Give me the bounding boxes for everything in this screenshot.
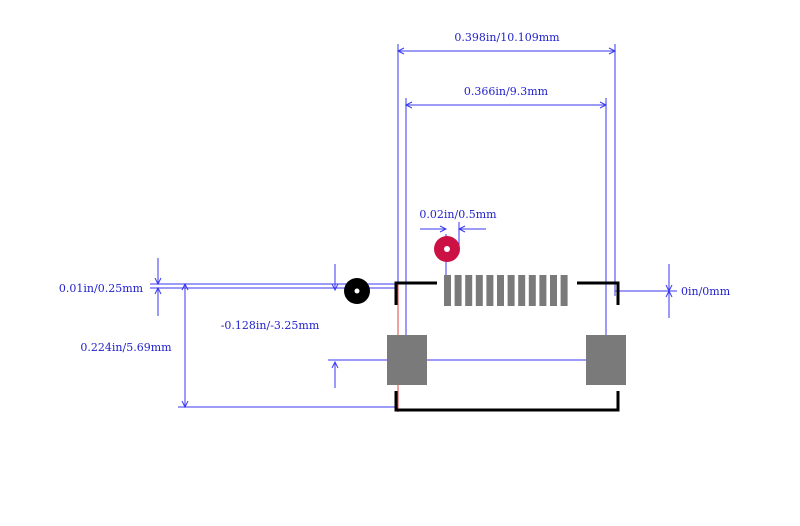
- inner-width-dimension: 0.366in/9.3mm: [404, 85, 608, 360]
- vertical-offset-dimension: -0.128in/-3.25mm: [221, 264, 606, 388]
- origin-dot-center: [354, 288, 360, 294]
- pitch-label: 0.02in/0.5mm: [419, 208, 497, 221]
- left-mounting-pad: [387, 335, 427, 385]
- signal-pad: [518, 275, 526, 306]
- left-offset-label: 0.01in/0.25mm: [59, 282, 144, 295]
- signal-pad: [539, 275, 547, 306]
- right-offset-label: 0in/0mm: [681, 285, 731, 298]
- signal-pad: [486, 275, 494, 306]
- overall-width-label: 0.398in/10.109mm: [454, 31, 560, 44]
- connector-outline: [394, 281, 620, 412]
- signal-pads: [444, 275, 568, 306]
- signal-pad: [550, 275, 557, 306]
- overall-height-label: 0.224in/5.69mm: [80, 341, 172, 354]
- overall-height-dimension: 0.224in/5.69mm: [80, 282, 398, 409]
- signal-pad: [560, 275, 568, 306]
- signal-pad: [528, 275, 536, 306]
- right-offset-dimension: 0in/0mm: [615, 264, 731, 318]
- pin1-dot-center: [444, 246, 450, 252]
- origin-marker: [344, 278, 370, 304]
- inner-width-label: 0.366in/9.3mm: [464, 85, 549, 98]
- pin1-marker: [434, 236, 460, 262]
- signal-pad: [444, 275, 451, 306]
- signal-pad: [507, 275, 515, 306]
- vertical-offset-label: -0.128in/-3.25mm: [221, 319, 320, 332]
- signal-pad: [497, 275, 504, 306]
- signal-pad: [475, 275, 483, 306]
- signal-pad: [465, 275, 473, 306]
- right-mounting-pad: [586, 335, 626, 385]
- signal-pad: [454, 275, 462, 306]
